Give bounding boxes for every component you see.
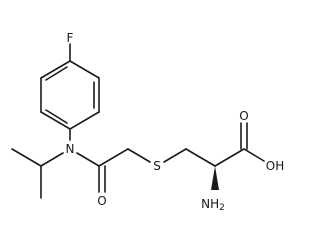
nitrogen-label: N — [66, 142, 75, 156]
double-bond-inner — [45, 66, 68, 81]
bond-n-carbonyl — [76, 152, 100, 167]
oxygen-acid-label: O — [239, 109, 248, 123]
isopropyl-group — [11, 148, 64, 199]
bond-s-ch2 — [163, 148, 187, 163]
double-bond-inner — [45, 109, 68, 124]
hydroxyl-label: OH — [266, 159, 284, 173]
oxygen-amide-label: O — [97, 194, 106, 208]
fluorine-label: F — [67, 31, 74, 45]
bond — [69, 111, 100, 130]
bond — [40, 111, 71, 130]
bond-ch2-s — [127, 148, 151, 163]
sulfur-label: S — [153, 159, 161, 173]
bond — [40, 60, 71, 79]
bond-ch2-calpha — [185, 148, 216, 167]
bond — [69, 60, 100, 79]
bond-c-oh — [243, 148, 265, 162]
bond-calpha-cooh — [214, 148, 245, 167]
wedge-bond — [211, 166, 219, 190]
bond — [40, 152, 64, 167]
fluorophenyl-ring — [40, 60, 100, 130]
bond-carbonyl-ch2 — [98, 148, 129, 167]
amine-label: NH2 — [201, 197, 225, 213]
bond — [11, 148, 42, 167]
